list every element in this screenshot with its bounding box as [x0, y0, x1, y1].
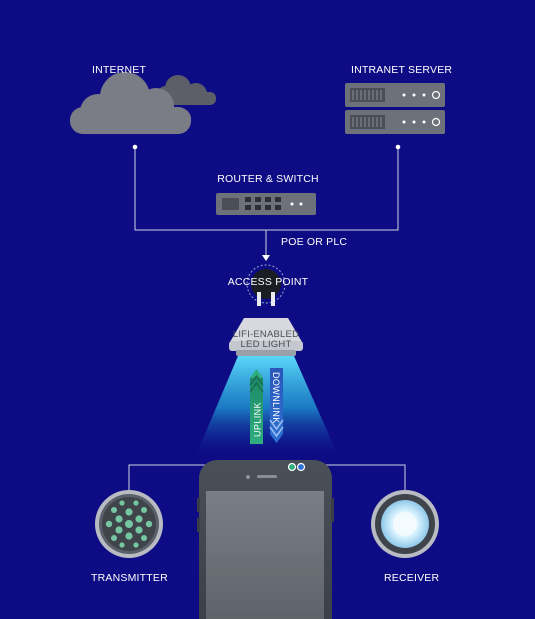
receiver-icon	[371, 490, 439, 558]
downlink-label: DOWNLINK	[271, 372, 281, 424]
transmitter-label: TRANSMITTER	[91, 572, 168, 584]
server-icon	[345, 83, 445, 134]
router-switch-label: ROUTER & SWITCH	[217, 173, 319, 185]
internet-label: INTERNET	[92, 64, 147, 76]
phone-rx-sensor	[296, 462, 306, 472]
uplink-arrow	[249, 369, 264, 444]
intranet-node-dot	[395, 144, 401, 150]
phone-tx-sensor	[287, 462, 297, 472]
transmitter-icon	[95, 490, 163, 558]
led-light-label-line2: LED LIGHT	[240, 339, 292, 350]
poe-or-plc-label: POE OR PLC	[281, 236, 348, 248]
light-beam	[194, 356, 340, 460]
access-point-icon	[246, 264, 286, 306]
intranet-server-label: INTRANET SERVER	[351, 64, 453, 76]
led-light-label-line1: LIFI-ENABLED	[232, 329, 300, 340]
access-point-label: ACCESS POINT	[227, 276, 309, 288]
intranet-link-line	[266, 147, 399, 231]
internet-node-dot	[132, 144, 138, 150]
led-bulb-icon	[229, 318, 303, 356]
cloud-icon	[70, 72, 216, 134]
internet-link-line	[134, 147, 266, 231]
downlink-arrow	[269, 368, 284, 443]
poe-arrow-head	[262, 255, 270, 261]
router-icon	[216, 193, 316, 215]
uplink-label: UPLINK	[253, 402, 263, 437]
receiver-label: RECEIVER	[384, 572, 440, 584]
smartphone-icon	[197, 460, 334, 619]
